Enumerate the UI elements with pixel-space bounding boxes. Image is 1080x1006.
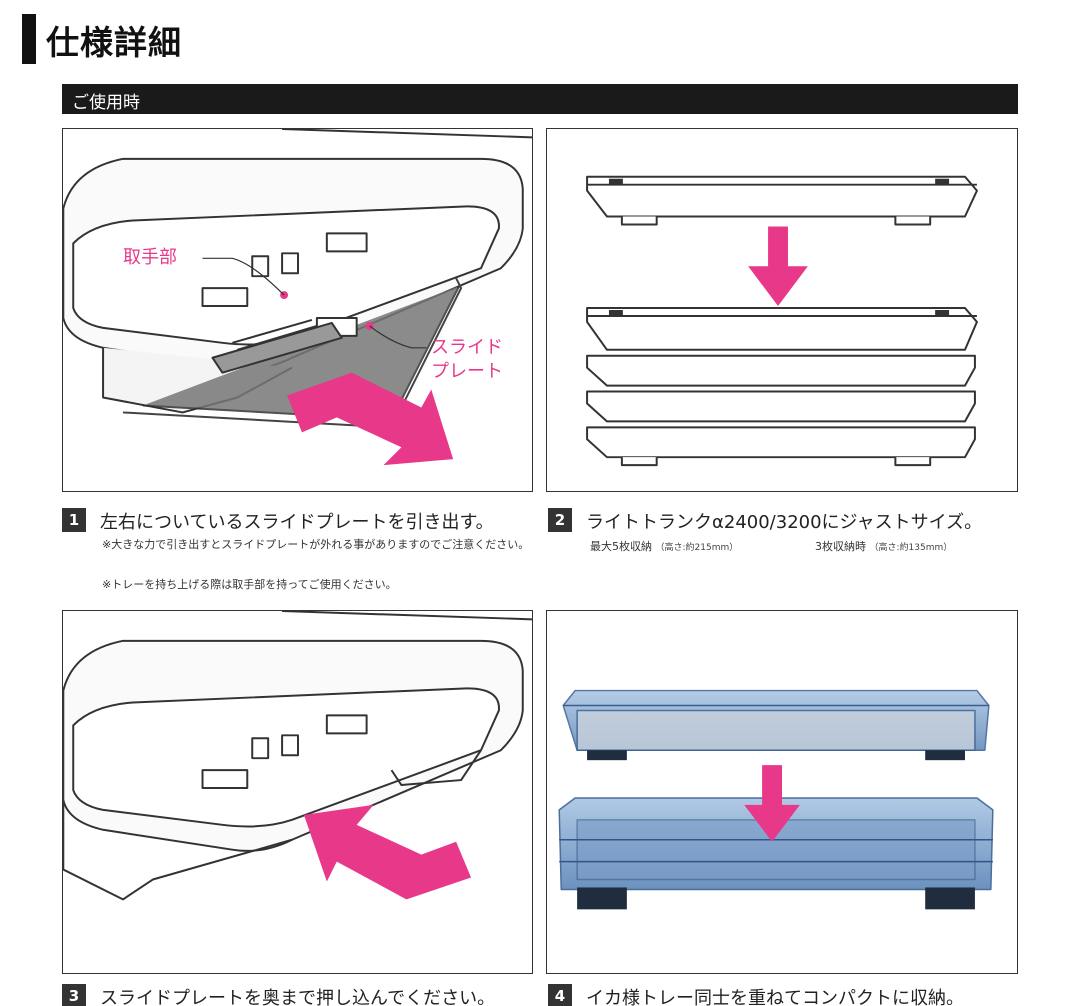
step-2-capacity-max: 最大5枚収納 （高さ:約215mm） <box>590 538 738 554</box>
step-4-text: イカ様トレー同士を重ねてコンパクトに収納。 <box>586 988 964 1006</box>
step-4-number: 4 <box>548 984 572 1006</box>
page-title: 仕様詳細 <box>46 23 182 62</box>
down-arrow-blue-icon <box>744 765 800 842</box>
step-3-text: スライドプレートを奥まで押し込んでください。 <box>100 988 496 1006</box>
capacity-max-height: （高さ:約215mm） <box>655 543 739 553</box>
slide-plate-label-1: スライド <box>431 337 503 358</box>
tray-stack-illustration <box>586 175 978 467</box>
blue-tray-illustration <box>558 689 994 910</box>
tray-pull-illustration <box>63 129 532 466</box>
illustration-blue-stack <box>546 610 1018 974</box>
step-2-capacity-three: 3枚収納時 （高さ:約135mm） <box>815 538 952 554</box>
handle-label: 取手部 <box>123 247 177 268</box>
step-1-text: 左右についているスライドプレートを引き出す。 <box>100 512 494 533</box>
capacity-three-label: 3枚収納時 <box>815 540 866 553</box>
step-1-note-1: ※大きな力で引き出すとスライドプレートが外れる事がありますのでご注意ください。 <box>102 538 530 551</box>
title-marker <box>22 14 36 64</box>
push-arrow-icon <box>303 804 472 900</box>
step-1-number: 1 <box>62 508 86 532</box>
section-header: ご使用時 <box>62 84 1018 114</box>
section-title: ご使用時 <box>72 93 140 113</box>
down-arrow-icon <box>748 226 808 307</box>
tray-push-illustration <box>63 611 532 901</box>
pull-arrow-icon <box>287 372 454 466</box>
capacity-max-label: 最大5枚収納 <box>590 540 652 553</box>
step-1-note-2: ※トレーを持ち上げる際は取手部を持ってご使用ください。 <box>102 578 397 591</box>
illustration-pull-out: 取手部 スライド プレート <box>62 128 533 492</box>
illustration-stack <box>546 128 1018 492</box>
step-2-number: 2 <box>548 508 572 532</box>
step-2-text: ライトトランクα2400/3200にジャストサイズ。 <box>586 512 983 533</box>
slide-plate-label-2: プレート <box>431 361 503 382</box>
step-3-number: 3 <box>62 984 86 1006</box>
capacity-three-height: （高さ:約135mm） <box>869 543 953 553</box>
illustration-push-in <box>62 610 533 974</box>
